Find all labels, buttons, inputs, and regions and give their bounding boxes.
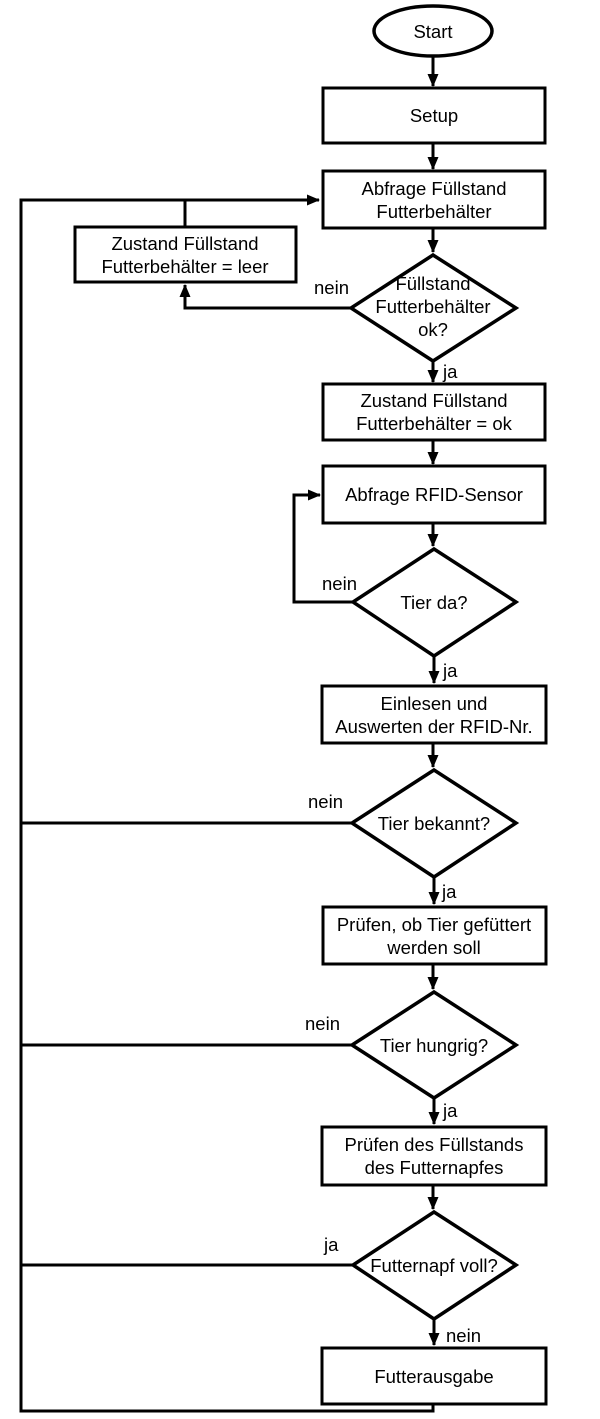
node-decision-animal-known: Tier bekannt?	[348, 767, 520, 880]
node-start: Start	[372, 4, 494, 58]
animal-present-decision-diamond	[349, 546, 520, 659]
setup-process-box	[321, 86, 547, 145]
bowl-full-decision-diamond	[349, 1209, 520, 1322]
node-decision-animal-known-label: Tier bekannt?	[378, 813, 490, 834]
dispense-food-process-box	[320, 1346, 548, 1406]
edge-label-fillok-nein: nein	[314, 277, 349, 298]
node-check-bowl-line1: Prüfen des Füllstands	[345, 1134, 524, 1155]
edges	[19, 56, 440, 1413]
node-query-rfid-label: Abfrage RFID-Sensor	[345, 484, 523, 505]
node-query-fill-line1: Abfrage Füllstand	[361, 178, 506, 199]
node-check-feeding-line1: Prüfen, ob Tier gefüttert	[337, 914, 531, 935]
node-decision-bowl-full: Futternapf voll?	[349, 1209, 520, 1322]
edge-label-voll-nein: nein	[446, 1325, 481, 1346]
edge-return-rail	[19, 194, 435, 1413]
node-decision-animal-present-label: Tier da?	[400, 592, 467, 613]
node-read-rfid: Einlesen und Auswerten der RFID-Nr.	[320, 684, 548, 745]
start-terminator	[372, 4, 494, 58]
node-start-label: Start	[413, 21, 452, 42]
node-check-bowl: Prüfen des Füllstands des Futternapfes	[320, 1125, 548, 1187]
node-decision-fill-ok-line1: Füllstand	[395, 273, 470, 294]
node-decision-animal-present: Tier da?	[349, 546, 520, 659]
edge-label-tierda-ja: ja	[442, 660, 458, 681]
node-query-fill: Abfrage Füllstand Futterbehälter	[321, 169, 547, 230]
edge-label-hungrig-nein: nein	[305, 1013, 340, 1034]
node-check-bowl-line2: des Futternapfes	[365, 1157, 504, 1178]
node-read-rfid-line2: Auswerten der RFID-Nr.	[335, 716, 532, 737]
query-fill-process-box	[321, 169, 547, 230]
node-setup-label: Setup	[410, 105, 458, 126]
node-state-empty-line1: Zustand Füllstand	[111, 233, 258, 254]
state-ok-process-box	[321, 382, 547, 442]
node-decision-bowl-full-label: Futternapf voll?	[370, 1255, 498, 1276]
node-dispense-food: Futterausgabe	[320, 1346, 548, 1406]
node-check-feeding-line2: werden soll	[386, 937, 481, 958]
check-bowl-process-box	[320, 1125, 548, 1187]
node-read-rfid-line1: Einlesen und	[381, 693, 488, 714]
edge-fillok-nein	[179, 284, 352, 310]
query-rfid-process-box	[321, 464, 547, 525]
node-decision-fill-ok: Füllstand Futterbehälter ok?	[347, 252, 520, 364]
edge-label-tierda-nein: nein	[322, 573, 357, 594]
read-rfid-process-box	[320, 684, 548, 745]
node-query-fill-line2: Futterbehälter	[376, 201, 491, 222]
node-state-ok-line1: Zustand Füllstand	[360, 390, 507, 411]
state-empty-process-box	[73, 225, 298, 284]
edge-label-bekannt-nein: nein	[308, 791, 343, 812]
animal-hungry-decision-diamond	[348, 989, 520, 1101]
edge-label-fillok-ja: ja	[442, 361, 458, 382]
edge-label-voll-ja: ja	[323, 1234, 339, 1255]
node-decision-fill-ok-line3: ok?	[418, 319, 448, 340]
fill-ok-decision-diamond	[347, 252, 520, 364]
node-state-empty-line2: Futterbehälter = leer	[101, 256, 268, 277]
node-state-ok: Zustand Füllstand Futterbehälter = ok	[321, 382, 547, 442]
edge-labels: nein ja nein ja nein ja nein ja ja nein	[305, 277, 481, 1346]
node-query-rfid: Abfrage RFID-Sensor	[321, 464, 547, 525]
edge-label-hungrig-ja: ja	[442, 1100, 458, 1121]
node-state-ok-line2: Futterbehälter = ok	[356, 413, 513, 434]
animal-known-decision-diamond	[348, 767, 520, 880]
check-feeding-process-box	[321, 905, 548, 966]
node-decision-animal-hungry-label: Tier hungrig?	[380, 1035, 488, 1056]
node-check-feeding: Prüfen, ob Tier gefüttert werden soll	[321, 905, 548, 966]
node-state-empty: Zustand Füllstand Futterbehälter = leer	[73, 225, 298, 284]
node-decision-fill-ok-line2: Futterbehälter	[375, 296, 490, 317]
node-setup: Setup	[321, 86, 547, 145]
node-dispense-food-label: Futterausgabe	[374, 1366, 493, 1387]
edge-label-bekannt-ja: ja	[441, 881, 457, 902]
edge-tierda-nein-loop	[292, 489, 353, 604]
node-decision-animal-hungry: Tier hungrig?	[348, 989, 520, 1101]
